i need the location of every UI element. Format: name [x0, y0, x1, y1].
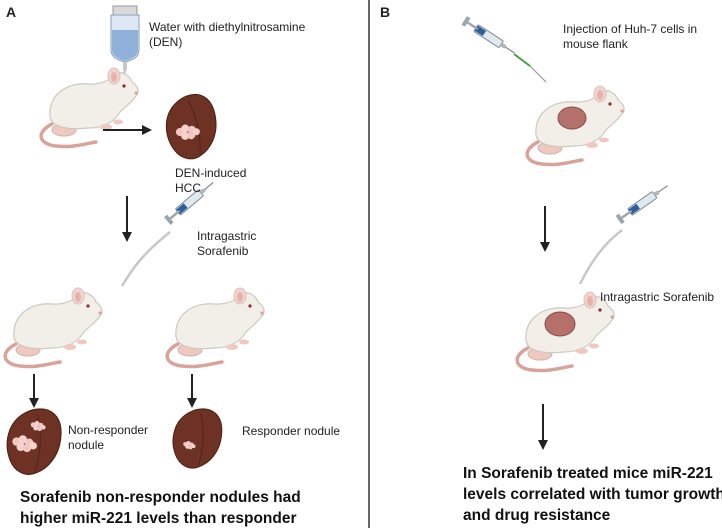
intragastric-a-line2: Sorafenib [197, 244, 249, 258]
mouse-icon-b1 [525, 84, 626, 167]
injection-text-line2: mouse flank [563, 37, 628, 51]
water-bottle-icon [110, 5, 140, 81]
den-hcc-text-line1: DEN-induced [175, 166, 247, 180]
conclusion-b-line2: levels correlated with tumor growth [463, 486, 722, 503]
intragastric-b-text: Intragastric Sorafenib [600, 290, 715, 304]
panel-b-label: B [380, 4, 391, 20]
syringe-icon-b2 [578, 180, 672, 285]
mouse-icon-a3 [165, 286, 266, 369]
liver-icon-a1 [158, 89, 226, 165]
liver-icon-responder [172, 408, 223, 469]
intragastric-a-line1: Intragastric [197, 229, 257, 243]
conclusion-b-line3: and drug resistance [463, 507, 611, 524]
mouse-icon-b2 [515, 290, 616, 373]
panel-a-label: A [6, 4, 17, 20]
conclusion-a-line2: higher miR-221 levels than responder [20, 510, 297, 527]
responder-text: Responder nodule [242, 424, 341, 438]
non-responder-line2: nodule [68, 438, 105, 452]
water-text-line2: (DEN) [149, 35, 183, 49]
den-hcc-text-line2: HCC [175, 181, 201, 195]
conclusion-a-line1: Sorafenib non-responder nodules had [20, 489, 301, 506]
conclusion-b-line1: In Sorafenib treated mice miR-221 [463, 465, 713, 482]
mouse-icon-a1 [39, 66, 140, 149]
syringe-icon-a [120, 178, 218, 287]
syringe-icon-b [460, 15, 547, 83]
non-responder-line1: Non-responder [68, 423, 149, 437]
liver-icon-non-responder [6, 408, 62, 476]
mouse-icon-a2 [3, 286, 104, 369]
water-text-line1: Water with diethylnitrosamine [149, 20, 306, 34]
injection-text-line1: Injection of Huh-7 cells in [563, 22, 698, 36]
